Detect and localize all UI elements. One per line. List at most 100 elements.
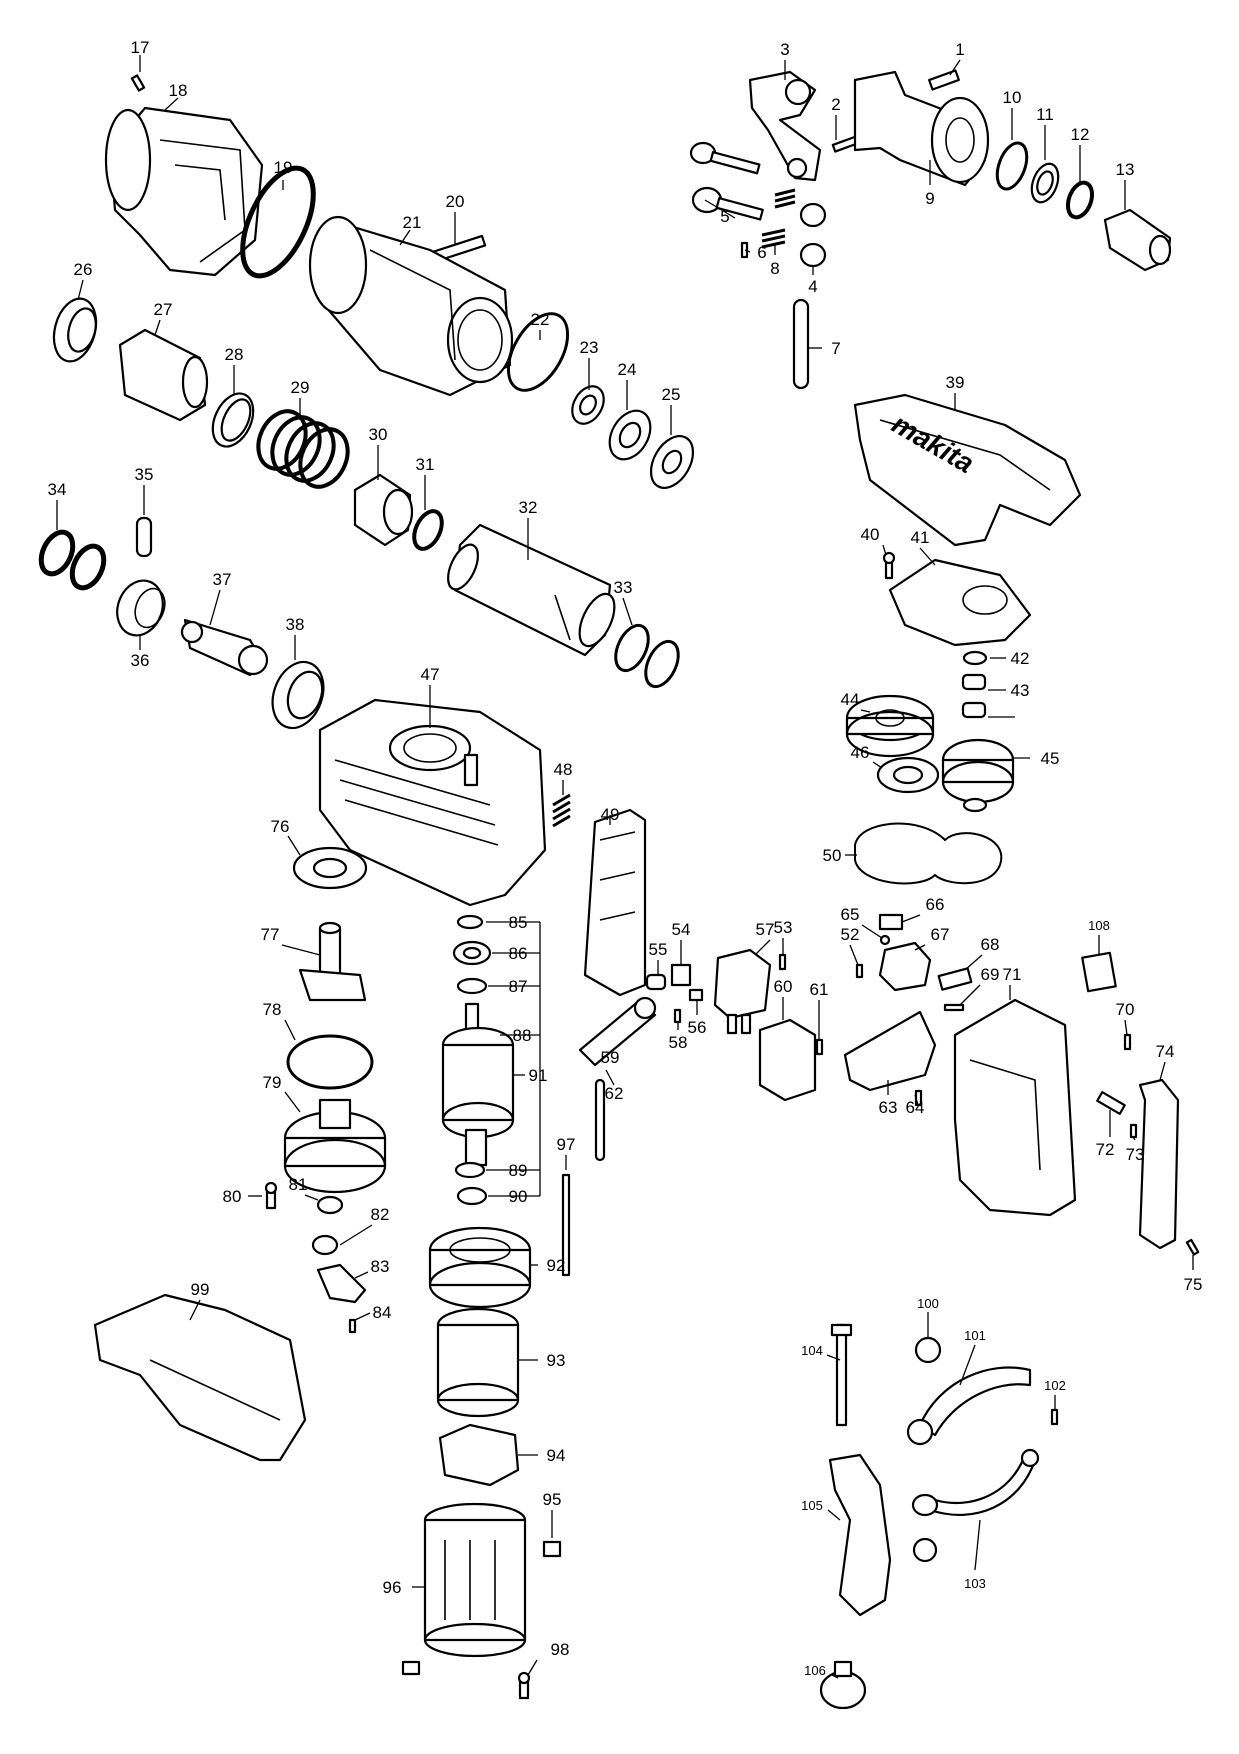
callout-90: 90: [509, 1187, 528, 1206]
part-37-connecting-rod: [180, 618, 269, 677]
part-85-washer: [456, 914, 484, 930]
callout-47: 47: [421, 665, 440, 684]
callout-106: 106: [804, 1663, 826, 1678]
callout-10: 10: [1003, 88, 1022, 107]
callout-27: 27: [154, 300, 173, 319]
part-6-pin: [740, 241, 749, 259]
part-33-o-rings: [614, 623, 680, 689]
callout-80: 80: [223, 1187, 242, 1206]
callout-61: 61: [810, 980, 829, 999]
callout-4: 4: [808, 277, 817, 296]
part-89-washer: [454, 1161, 486, 1179]
callout-29: 29: [291, 378, 310, 397]
part-108-label: [1081, 951, 1117, 993]
callout-20: 20: [446, 192, 465, 211]
part-39-cover: makita: [853, 393, 1082, 547]
part-35-pin: [135, 516, 153, 558]
callout-70: 70: [1116, 1000, 1135, 1019]
callout-97: 97: [557, 1135, 576, 1154]
part-28-ring: [211, 392, 255, 448]
callout-43: 43: [1011, 681, 1030, 700]
callout-53: 53: [774, 918, 793, 937]
callout-60: 60: [774, 977, 793, 996]
callout-89: 89: [509, 1161, 528, 1180]
part-49-bracket: [583, 808, 647, 997]
callout-78: 78: [263, 1000, 282, 1019]
callout-59: 59: [601, 1048, 620, 1067]
part-18-gear-housing: [104, 106, 264, 277]
callout-96: 96: [383, 1578, 402, 1597]
callout-102: 102: [1044, 1378, 1066, 1393]
part-31-o-ring: [412, 509, 444, 551]
callout-33: 33: [614, 578, 633, 597]
part-53-screw: [778, 953, 787, 971]
leader-lines: [56, 55, 1194, 1679]
callout-42: 42: [1011, 649, 1030, 668]
part-4-sleeve: [799, 202, 827, 268]
part-70-screw: [1123, 1033, 1132, 1051]
callout-46: 46: [851, 743, 870, 762]
part-102-pin: [1050, 1408, 1059, 1426]
callout-77: 77: [261, 925, 280, 944]
part-10-o-ring: [995, 141, 1029, 191]
callout-62: 62: [605, 1084, 624, 1103]
part-67-terminal-block: [878, 941, 932, 992]
callout-19: 19: [274, 158, 293, 177]
callout-45: 45: [1041, 749, 1060, 768]
part-11-washer: [1030, 162, 1060, 204]
callout-44: 44: [841, 690, 860, 709]
part-88-91-armature: [441, 1002, 515, 1167]
callout-101: 101: [964, 1328, 986, 1343]
part-61-screw: [815, 1038, 824, 1056]
part-57-controller: [713, 948, 772, 1035]
callout-11: 11: [1036, 105, 1054, 124]
part-43-needle-bearing: [961, 673, 987, 719]
part-21-cylinder-housing: [308, 215, 514, 397]
callout-55: 55: [649, 940, 668, 959]
callout-52: 52: [841, 925, 860, 944]
callout-72: 72: [1096, 1140, 1115, 1159]
part-13-nozzle: [1103, 208, 1172, 272]
callout-numbers: 17 18 19 20 21 22 23 24 25 26 27 28 29 3…: [48, 38, 1203, 1678]
part-48-spring: [552, 793, 571, 828]
part-40-screw: [882, 551, 896, 580]
part-74-side-handle-grip: [1138, 1078, 1180, 1250]
part-79-baffle-plate: [283, 1098, 387, 1194]
part-25-washer: [649, 435, 695, 489]
callout-73: 73: [1126, 1145, 1145, 1164]
callout-68: 68: [981, 935, 1000, 954]
part-99-bottom-cover: [93, 1293, 307, 1462]
callout-8: 8: [770, 259, 779, 278]
part-63-handle-cover: [843, 1010, 937, 1092]
callout-31: 31: [416, 455, 435, 474]
callout-66: 66: [926, 895, 945, 914]
callout-13: 13: [1116, 160, 1135, 179]
callout-69: 69: [981, 965, 1000, 984]
callout-91: 91: [529, 1066, 548, 1085]
part-58-screw: [673, 1008, 682, 1024]
callout-93: 93: [547, 1351, 566, 1370]
callout-100: 100: [917, 1296, 939, 1311]
callout-41: 41: [911, 528, 930, 547]
part-44-gear: [845, 694, 935, 758]
callout-88: 88: [513, 1026, 532, 1045]
callout-67: 67: [931, 925, 950, 944]
part-47b-washer: [962, 797, 988, 813]
callout-58: 58: [669, 1033, 688, 1052]
callout-30: 30: [369, 425, 388, 444]
callout-65: 65: [841, 905, 860, 924]
callout-21: 21: [403, 213, 422, 232]
part-76-bearing: [292, 846, 368, 890]
callout-63: 63: [879, 1098, 898, 1117]
part-8-springs: [761, 188, 796, 249]
part-86-bearing: [452, 940, 492, 966]
callout-108: 108: [1088, 918, 1110, 933]
callout-87: 87: [509, 977, 528, 996]
callout-25: 25: [662, 385, 681, 404]
callout-79: 79: [263, 1073, 282, 1092]
part-94-brush-holder: [438, 1423, 520, 1487]
part-96-motor-housing: [423, 1502, 527, 1658]
part-82-nut: [311, 1234, 339, 1256]
part-78-o-ring: [286, 1034, 374, 1090]
